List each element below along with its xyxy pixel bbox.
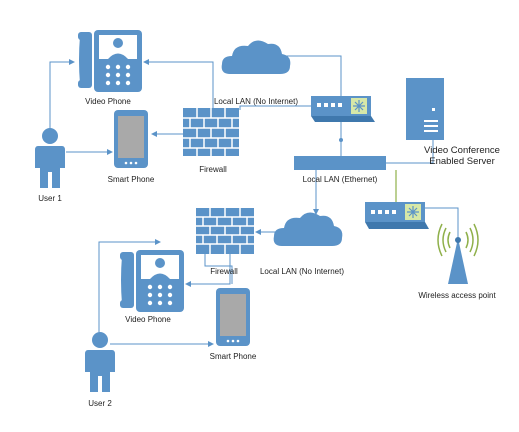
switch-2-icon (365, 202, 429, 229)
video-phone-2-label: Video Phone (125, 315, 171, 324)
link-cloud1-switch1 (278, 55, 342, 96)
junction-dot (339, 138, 343, 142)
connectors (49, 55, 459, 347)
link-switch1-firewall1 (239, 105, 311, 110)
video-phone-1-icon (78, 30, 142, 92)
local-lan-1-label: Local LAN (No Internet) (214, 97, 298, 106)
user-1-label: User 1 (38, 194, 62, 203)
user-2-icon (85, 332, 115, 392)
smart-phone-1-label: Smart Phone (108, 175, 155, 184)
ethernet-backbone (294, 156, 386, 170)
link-firewall2-videophone2 (185, 252, 231, 287)
smart-phone-2-label: Smart Phone (210, 352, 257, 361)
smart-phone-1-icon (114, 110, 148, 168)
server-label-line1: Video Conference (424, 145, 500, 156)
cloud-1-icon (221, 40, 291, 74)
link-firewall1-videophone1 (143, 59, 214, 108)
wireless-access-point-icon (437, 223, 479, 284)
local-lan-ethernet-label: Local LAN (Ethernet) (303, 175, 378, 184)
video-phone-1-label: Video Phone (85, 97, 131, 106)
video-phone-2-icon (120, 250, 184, 312)
smart-phone-2-icon (216, 288, 250, 346)
wireless-ap-label: Wireless access point (418, 291, 496, 300)
cloud-2-icon (273, 212, 343, 246)
link-backbone-server (386, 140, 434, 164)
user-2-label: User 2 (88, 399, 112, 408)
local-lan-2-label: Local LAN (No Internet) (260, 267, 344, 276)
link-switch2-wireless (425, 207, 459, 238)
server-icon (406, 78, 444, 140)
switch-1-icon (311, 96, 375, 122)
link-user1-videophone1 (49, 59, 75, 132)
firewall-1-label: Firewall (199, 165, 227, 174)
server-label-line2: Enabled Server (429, 156, 494, 167)
firewall-1-icon (183, 108, 239, 156)
user-1-icon (35, 128, 65, 188)
link-user2-videophone2 (98, 239, 161, 332)
link-firewall2-smartphone2 (204, 252, 233, 284)
firewall-2-icon (196, 208, 254, 254)
firewall-2-label: Firewall (210, 267, 238, 276)
